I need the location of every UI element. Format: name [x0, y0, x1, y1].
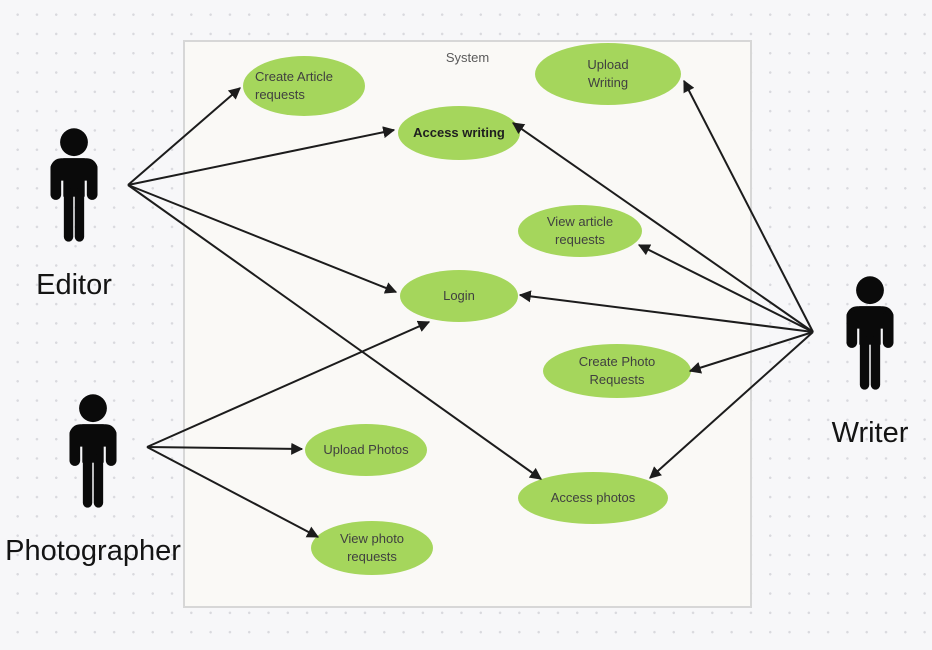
actor-editor-label: Editor — [36, 269, 112, 301]
usecase-login[interactable]: Login — [400, 270, 518, 322]
actor-photographer[interactable]: Photographer — [3, 391, 183, 568]
usecase-login-label: Login — [443, 288, 475, 304]
actor-editor[interactable]: Editor — [0, 125, 164, 302]
usecase-upload-writing-label: Upload Writing — [587, 57, 629, 90]
person-icon — [50, 128, 98, 242]
usecase-view-photo-requests-label: View photo requests — [339, 531, 405, 564]
arrow-photographer-to-login[interactable] — [146, 320, 431, 448]
usecase-access-writing-label: Access writing — [413, 125, 505, 141]
usecase-view-photo-requests[interactable]: View photo requests — [311, 521, 433, 575]
usecase-create-article-requests[interactable]: Create Article requests — [243, 56, 365, 116]
arrow-writer-to-view-article-requests[interactable] — [637, 244, 814, 333]
arrow-writer-to-access-writing[interactable] — [512, 122, 814, 333]
person-icon — [846, 276, 894, 390]
arrow-editor-to-login[interactable] — [127, 184, 398, 294]
actor-photographer-label: Photographer — [5, 535, 181, 567]
usecase-view-article-requests[interactable]: View article requests — [518, 205, 642, 257]
arrow-writer-to-login[interactable] — [518, 290, 814, 333]
usecase-create-photo-requests[interactable]: Create Photo Requests — [543, 344, 691, 398]
arrow-editor-to-access-photos[interactable] — [127, 184, 542, 480]
arrow-photographer-to-view-photo-requests[interactable] — [146, 446, 320, 538]
usecase-upload-writing[interactable]: Upload Writing — [535, 43, 681, 105]
usecase-create-article-requests-label: Create Article requests — [255, 69, 334, 102]
arrow-writer-to-create-photo-requests[interactable] — [688, 331, 814, 374]
arrow-writer-to-access-photos[interactable] — [649, 331, 814, 479]
system-boundary-label: System — [445, 50, 490, 65]
actor-writer-label: Writer — [831, 417, 909, 449]
usecase-view-article-requests-label: View article requests — [546, 214, 614, 247]
usecase-access-writing[interactable]: Access writing — [398, 106, 520, 160]
usecase-create-photo-requests-label: Create Photo Requests — [578, 354, 656, 387]
usecase-access-photos[interactable]: Access photos — [518, 472, 668, 524]
arrow-writer-to-upload-writing[interactable] — [683, 79, 814, 333]
arrow-editor-to-access-writing[interactable] — [127, 126, 396, 186]
usecase-upload-photos[interactable]: Upload Photos — [305, 424, 427, 476]
usecase-upload-photos-label: Upload Photos — [323, 442, 409, 458]
usecase-access-photos-label: Access photos — [550, 490, 636, 506]
arrow-editor-to-create-article-requests[interactable] — [127, 87, 241, 186]
actor-writer[interactable]: Writer — [780, 273, 932, 450]
person-icon — [69, 394, 117, 508]
arrow-photographer-to-upload-photos[interactable] — [146, 442, 304, 455]
